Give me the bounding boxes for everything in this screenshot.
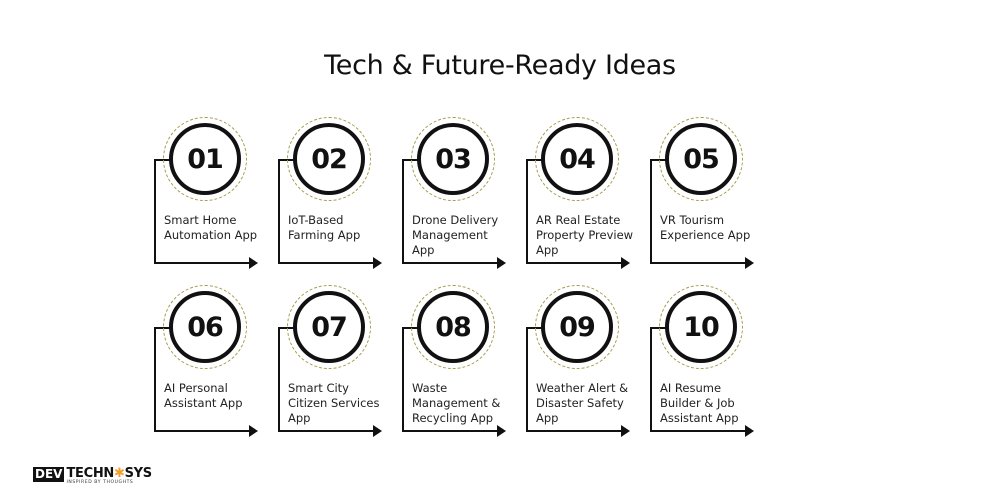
bracket-line xyxy=(650,159,652,263)
number-circle: 07 xyxy=(293,291,365,363)
bracket-line xyxy=(526,430,622,432)
item-label: Smart City Citizen Services App xyxy=(288,381,380,425)
item-label: Waste Management & Recycling App xyxy=(412,381,501,425)
number-circle: 01 xyxy=(169,123,241,195)
item-number: 04 xyxy=(559,143,596,175)
bracket-line xyxy=(650,327,652,431)
dashed-ring xyxy=(659,117,743,201)
dashed-ring xyxy=(535,285,619,369)
arrow-right-icon xyxy=(745,425,754,437)
logo-dev: DEV xyxy=(33,467,65,482)
item-label: AR Real Estate Property Preview App xyxy=(536,213,634,257)
arrow-right-icon xyxy=(621,257,630,269)
bracket-line xyxy=(154,327,156,431)
arrow-right-icon xyxy=(497,425,506,437)
number-circle: 06 xyxy=(169,291,241,363)
arrow-right-icon xyxy=(249,425,258,437)
item-number: 01 xyxy=(187,143,224,175)
dashed-ring xyxy=(287,117,371,201)
item-label: IoT-Based Farming App xyxy=(288,213,361,242)
bracket-line xyxy=(278,262,374,264)
bracket-line xyxy=(526,327,528,431)
item-label: Smart Home Automation App xyxy=(164,213,258,242)
dashed-ring xyxy=(411,117,495,201)
arrow-right-icon xyxy=(249,257,258,269)
idea-card: 04 AR Real Estate Property Preview App xyxy=(524,117,634,272)
bracket-line xyxy=(402,159,404,263)
bracket-line xyxy=(154,159,156,263)
item-label: Drone Delivery Management App xyxy=(412,213,499,257)
page-title: Tech & Future-Ready Ideas xyxy=(324,50,676,81)
number-circle: 04 xyxy=(541,123,613,195)
logo-tagline: INSPIRED BY THOUGHTS xyxy=(66,480,134,485)
dashed-ring xyxy=(535,117,619,201)
item-number: 03 xyxy=(435,143,472,175)
number-circle: 10 xyxy=(665,291,737,363)
arrow-right-icon xyxy=(373,425,382,437)
bracket-line xyxy=(650,430,746,432)
item-number: 02 xyxy=(311,143,348,175)
dashed-ring xyxy=(163,117,247,201)
idea-card: 10 AI Resume Builder & Job Assistant App xyxy=(648,285,758,440)
number-circle: 03 xyxy=(417,123,489,195)
bracket-line xyxy=(650,262,746,264)
bracket-line xyxy=(402,430,498,432)
dashed-ring xyxy=(659,285,743,369)
bracket-line xyxy=(154,430,250,432)
logo-wordmark: TECHN✱SYS xyxy=(66,466,152,481)
number-circle: 05 xyxy=(665,123,737,195)
bracket-line xyxy=(526,159,528,263)
number-circle: 02 xyxy=(293,123,365,195)
arrow-right-icon xyxy=(745,257,754,269)
number-circle: 08 xyxy=(417,291,489,363)
gear-icon: ✱ xyxy=(114,466,125,481)
item-number: 09 xyxy=(559,311,596,343)
dashed-ring xyxy=(287,285,371,369)
item-number: 07 xyxy=(311,311,348,343)
dashed-ring xyxy=(411,285,495,369)
item-number: 05 xyxy=(683,143,720,175)
item-label: VR Tourism Experience App xyxy=(660,213,751,242)
item-number: 10 xyxy=(683,311,720,343)
dashed-ring xyxy=(163,285,247,369)
item-number: 06 xyxy=(187,311,224,343)
bracket-line xyxy=(278,327,280,431)
item-label: AI Personal Assistant App xyxy=(164,381,243,410)
bracket-line xyxy=(526,262,622,264)
number-circle: 09 xyxy=(541,291,613,363)
arrow-right-icon xyxy=(373,257,382,269)
bracket-line xyxy=(402,262,498,264)
bracket-line xyxy=(278,159,280,263)
item-label: AI Resume Builder & Job Assistant App xyxy=(660,381,739,425)
item-label: Weather Alert & Disaster Safety App xyxy=(536,381,629,425)
idea-card: 06 AI Personal Assistant App xyxy=(152,285,262,440)
arrow-right-icon xyxy=(497,257,506,269)
bracket-line xyxy=(278,430,374,432)
bracket-line xyxy=(402,327,404,431)
item-number: 08 xyxy=(435,311,472,343)
arrow-right-icon xyxy=(621,425,630,437)
bracket-line xyxy=(154,262,250,264)
idea-card: 05 VR Tourism Experience App xyxy=(648,117,758,272)
logo: DEV TECHN✱SYS INSPIRED BY THOUGHTS xyxy=(33,467,152,486)
